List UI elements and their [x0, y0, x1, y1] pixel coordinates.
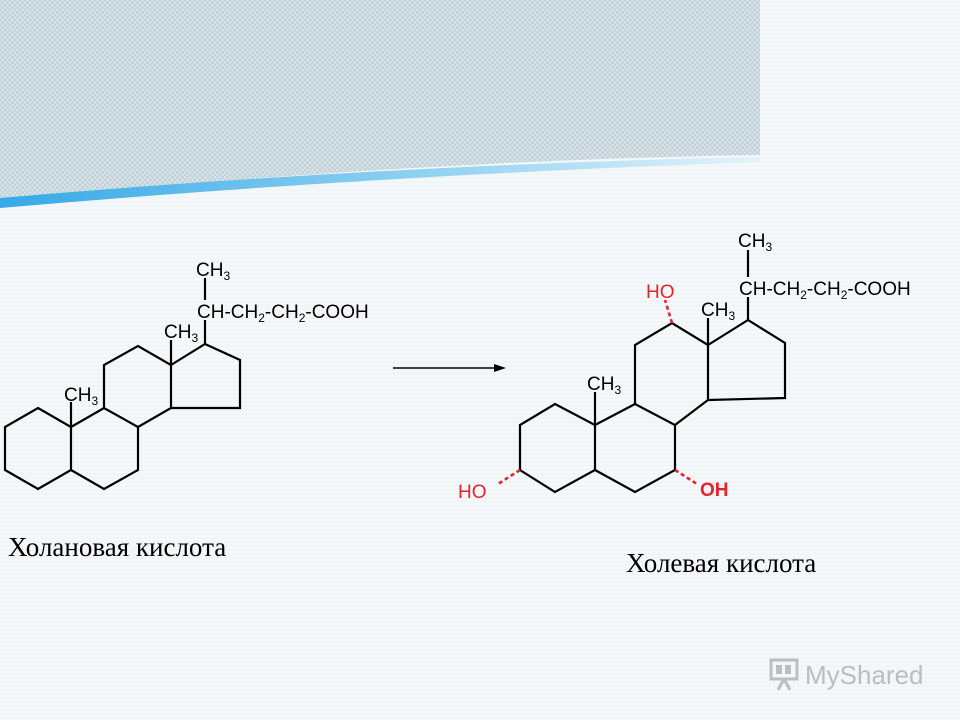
hydroxyl-12-label: HO: [646, 282, 675, 303]
watermark: MyShared: [769, 658, 924, 691]
ring-methyl-label: CH3: [64, 385, 98, 408]
chain-methyl-label: CH3: [738, 231, 772, 254]
side-chain-label: CH-CH2-CH2-COOH: [197, 302, 369, 325]
hydroxyl-3-bond: [497, 468, 521, 486]
left-caption: Холановая кислота: [8, 532, 226, 562]
cholic-acid-structure: CH3 CH3 CH3 CH-CH2-CH2-COOH HO OH HO: [458, 231, 911, 503]
ring-cd-methyl-label: CH3: [164, 322, 198, 345]
watermark-text: MyShared: [805, 660, 924, 690]
cholanic-acid-structure: CH3 CH3 CH3 CH-CH2-CH2-COOH: [3, 260, 369, 491]
ring-cd-methyl-label: CH3: [701, 300, 735, 323]
hydroxyl-3-label: HO: [458, 482, 487, 503]
right-caption: Холевая кислота: [626, 548, 816, 578]
ring-methyl-label: CH3: [587, 374, 621, 397]
ring-skeleton: [3, 278, 242, 491]
reaction-arrow: [393, 364, 506, 372]
chain-methyl-label: CH3: [196, 260, 230, 283]
blue-swoosh: [0, 157, 760, 208]
ring-skeleton: [518, 250, 787, 494]
presentation-board-icon: [769, 658, 799, 691]
hydroxyl-7-label: OH: [700, 480, 729, 501]
header-decoration: [0, 0, 760, 208]
hydroxyl-7-bond: [674, 468, 698, 486]
side-chain-label: CH-CH2-CH2-COOH: [739, 279, 911, 302]
